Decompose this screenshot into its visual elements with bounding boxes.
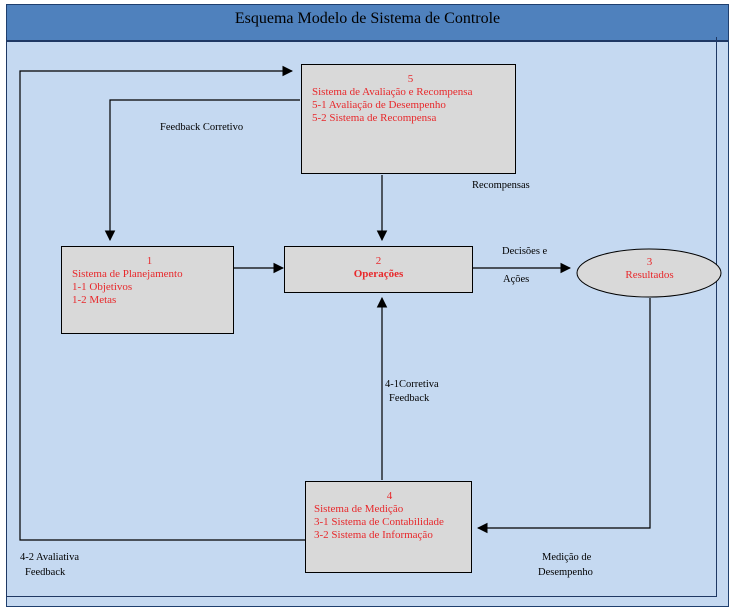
resultados-ellipse-shape [576,248,722,298]
avaliativa-feedback-label-2: Feedback [25,567,66,578]
ellipse-number: 3 [646,256,653,268]
feedback-avaliativa-arrow [19,65,305,541]
resultados-ellipse: 3 Resultados [577,256,722,282]
box-line: Sistema de Planejamento [72,268,183,280]
box-number: 1 [146,255,153,267]
operacoes-box: 2 Operações [284,246,473,293]
feedback-corretivo-arrow [104,99,300,242]
box-line: 1-1 Objetivos [72,281,133,293]
ellipse-line: Resultados [625,269,674,281]
medicao-desempenho-label-1: Medição de [542,552,592,563]
medicao-desempenho-label-2: Desempenho [538,567,593,578]
acoes-label: Ações [503,274,530,285]
decisoes-label: Decisões e [502,246,548,257]
corretiva-feedback-label-1: 4-1Corretiva [385,379,439,390]
box-number: 4 [386,490,393,502]
box-line: 3-1 Sistema de Contabilidade [314,516,444,528]
diagram-title: Esquema Modelo de Sistema de Controle [7,5,728,42]
box-line: 1-2 Metas [72,294,117,306]
box-number: 5 [407,73,414,85]
box-line: 3-2 Sistema de Informação [314,529,433,541]
diagram-canvas [6,37,717,597]
avaliacao-recompensa-box: 5 Sistema de Avaliação e Recompensa 5-1 … [301,64,516,174]
box-line: 5-1 Avaliação de Desempenho [312,99,446,111]
box-number: 2 [375,255,382,267]
box-line: Operações [353,268,404,280]
medicao-box: 4 Sistema de Medição 3-1 Sistema de Cont… [305,481,472,573]
box-line: 5-2 Sistema de Recompensa [312,112,437,124]
corretiva-feedback-label-2: Feedback [389,393,430,404]
recompensas-label: Recompensas [472,180,530,191]
avaliativa-feedback-label-1: 4-2 Avaliativa [20,552,79,563]
box-line: Sistema de Medição [314,503,404,515]
feedback-corretivo-label: Feedback Corretivo [160,122,244,133]
planejamento-box: 1 Sistema de Planejamento 1-1 Objetivos … [61,246,234,334]
medicao-desempenho-arrow [476,298,651,534]
box-line: Sistema de Avaliação e Recompensa [312,86,473,98]
